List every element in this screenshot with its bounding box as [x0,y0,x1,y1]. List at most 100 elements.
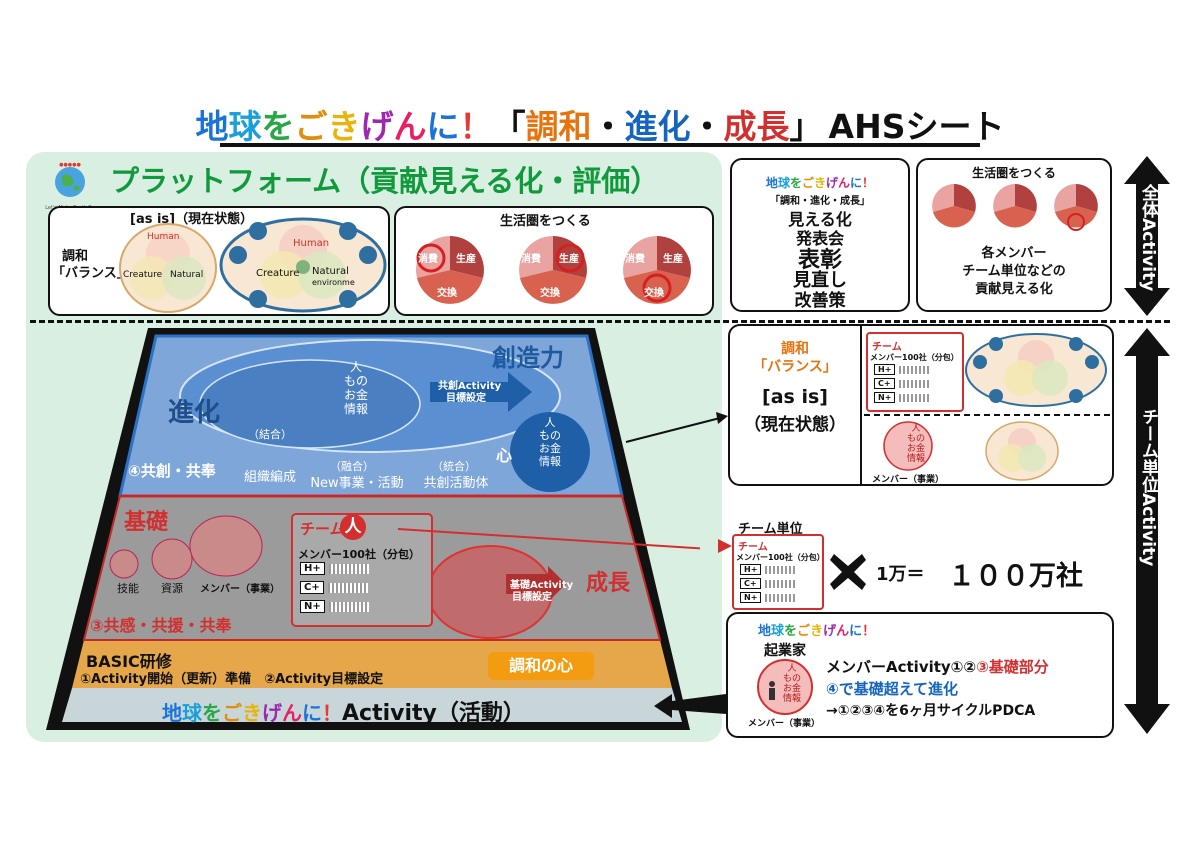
rt-member-resources: 人ものお金情報 [904,424,928,464]
rainbow-char: げ [823,624,837,639]
ent-line3: →①②③④を6ヶ月サイクルPDCA [826,703,1036,719]
resource-item: 情報 [343,402,368,416]
rt-grid-h: H+ [874,364,896,375]
resource-item: 人 [544,416,556,429]
venn-environment-2: environme [312,278,355,287]
venn-creature: Creature [123,270,163,280]
rainbow-char: き [813,176,826,190]
co-activity-1: 共創Activity [438,381,502,392]
rainbow-char: 地 [765,176,778,190]
visibility-box [730,158,910,312]
rainbow-char: 球 [228,107,262,146]
resource-item: 人 [349,360,362,374]
rt-harmony: 調和 [781,341,809,357]
merge2-paren: （融合） [330,460,374,473]
multiply-icon [830,554,866,590]
contribution-line3: 貢献見える化 [975,282,1053,297]
rt-asis-state: （現在状態） [744,415,846,435]
resource-item: もの [343,374,368,388]
side-arrows [1124,156,1170,734]
activity-rainbow: 地球をごきげんに！ [162,701,342,725]
heart-resources: 人ものお金情報 [530,416,570,468]
rainbow-char: を [784,624,798,639]
merge1-paren: （結合） [248,428,292,441]
pie1-consume: 消費 [418,254,438,265]
team-unit-heading: チーム単位 [738,522,803,537]
venn-natural-2: Natural [312,266,349,277]
arrow-to-team-box [625,412,728,443]
rainbow-char: き [242,701,262,725]
rt-item-award: 表彰 [797,248,842,273]
pie2-produce: 生産 [559,254,579,265]
ent-line2: ④で基礎超えて進化 [826,680,958,698]
step4-label: ④共創・共奉 [128,462,216,480]
rainbow-char: ご [797,624,811,639]
rainbow-char: ！ [862,624,876,639]
rt-member-circle [883,421,933,471]
ent-rainbow-text: 地球をごきげんに！ [758,620,875,639]
title-keyword: 調和 [525,107,592,146]
rt-venn-small [985,421,1059,481]
label-creativity: 創造力 [492,344,564,372]
label-all-activity: 全体Activity [1138,184,1158,292]
rt-grid-c: C+ [874,378,895,389]
balance-label: 「バランス」 [52,266,130,281]
pie3-consume: 消費 [625,254,645,265]
team-label: チーム [300,520,345,538]
step3-label: ③共感・共援・共奉 [90,616,232,635]
rainbow-char: に [850,176,863,190]
rainbow-char: げ [826,176,839,190]
rt-venn-cycle [965,333,1107,407]
pie3-produce: 生産 [663,254,683,265]
venn-human-2: Human [293,238,330,249]
title-suffix: AHSシート [828,107,1005,146]
lifezone-heading: 生活圏をつくる [500,214,591,229]
team-person-badge: 人 [340,514,366,540]
label-growth: 成長 [586,571,631,596]
venn-cycle-diagram [219,217,387,313]
ent-line1: メンバーActivity①②③基礎部分 [826,658,1049,676]
ent-heading: 起業家 [764,643,806,659]
rainbow-char: 球 [771,624,785,639]
rt-grid-n: N+ [874,392,896,403]
label-foundation: 基礎 [124,510,169,535]
contribution-line2: チーム単位などの [962,264,1066,279]
cycle-pie-produce [519,236,587,304]
rainbow-char: き [327,107,361,146]
label-resource: 資源 [161,582,183,595]
resource-item: お金 [906,444,925,454]
cycle-pie-consume [416,236,484,304]
resource-item: 情報 [539,455,561,468]
team-box-divider [860,326,862,484]
svg-text:●●●●●: ●●●●● [59,162,81,168]
rainbow-char: ん [838,176,851,190]
contribution-heading: 生活圏をつくる [972,166,1056,180]
pie1-produce: 生産 [456,254,476,265]
rainbow-char: ご [222,701,242,725]
resource-item: もの [782,674,801,684]
basic-activity-1: 基礎Activity [510,580,574,591]
rt-line2: 「調和・進化・成長」 [770,196,870,207]
merge2: New事業・活動 [310,476,404,491]
ent-member-resources: 人ものお金情報 [780,664,804,704]
merge1: 組織編成 [243,470,296,485]
rainbow-char: ！ [862,176,875,190]
tu-grid-c: C+ [740,578,761,589]
venn-creature-2: Creature [256,268,300,279]
evolution-resources: 人ものお金情報 [336,360,376,416]
rt-item-visualize: 見える化 [788,210,852,229]
rainbow-char: ご [294,107,328,146]
harmony-label: 調和 [62,249,89,264]
rt-asis: [as is] [762,386,828,408]
rainbow-char: ！ [322,701,342,725]
rainbow-char: ん [836,624,850,639]
page-title: 地球をごきげんに！「調和・進化・成長」AHSシート [195,107,1005,146]
resource-item: 情報 [782,694,801,704]
basic-steps: ①Activity開始（更新）準備 ②Activity目標設定 [80,672,384,687]
team-unit-label: チーム [738,542,768,553]
asis-heading: [as is]（現在状態） [130,212,254,227]
ent-member-caption: メンバー（事業） [748,719,821,729]
rt-team-grid: H+ C+ N+ [874,364,930,403]
rainbow-char: を [261,107,295,146]
venn-natural: Natural [170,270,204,280]
